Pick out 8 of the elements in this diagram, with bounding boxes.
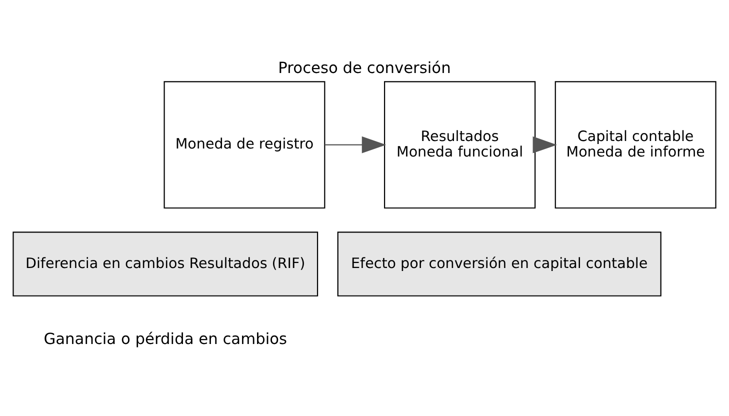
arrow (532, 136, 557, 154)
diagram-title: Proceso de conversión (278, 59, 451, 78)
caption: Ganancia o pérdida en cambios (44, 330, 288, 348)
node-box: Efecto por conversión en capital contable (337, 232, 662, 296)
node-box: Capital contable Moneda de informe (554, 81, 716, 209)
node-box: Diferencia en cambios Resultados (RIF) (12, 232, 318, 296)
node-box: Moneda de registro (164, 81, 326, 209)
arrow (324, 136, 386, 154)
